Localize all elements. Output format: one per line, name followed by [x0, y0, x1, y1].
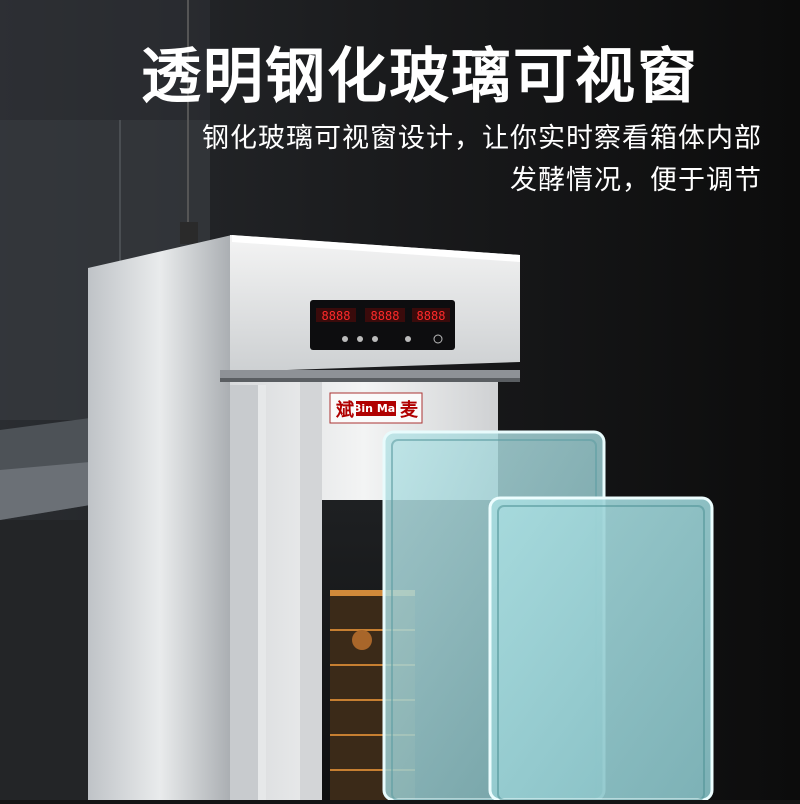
- description-text: 钢化玻璃可视窗设计，让你实时察看箱体内部 发酵情况，便于调节: [202, 118, 762, 202]
- display-reading-1: 8888: [322, 309, 351, 323]
- headline-title: 透明钢化玻璃可视窗: [141, 42, 699, 112]
- brand-logo-cn-left: 斌: [335, 399, 354, 421]
- display-reading-3: 8888: [417, 309, 446, 323]
- description-line-2: 发酵情况，便于调节: [510, 165, 762, 196]
- glass-panel-front: [488, 496, 714, 802]
- brand-logo-en: Bin Mai: [353, 402, 399, 415]
- description-line-1: 钢化玻璃可视窗设计，让你实时察看箱体内部: [202, 123, 762, 154]
- brand-logo-cn-right: 麦: [400, 399, 419, 421]
- display-reading-2: 8888: [371, 309, 400, 323]
